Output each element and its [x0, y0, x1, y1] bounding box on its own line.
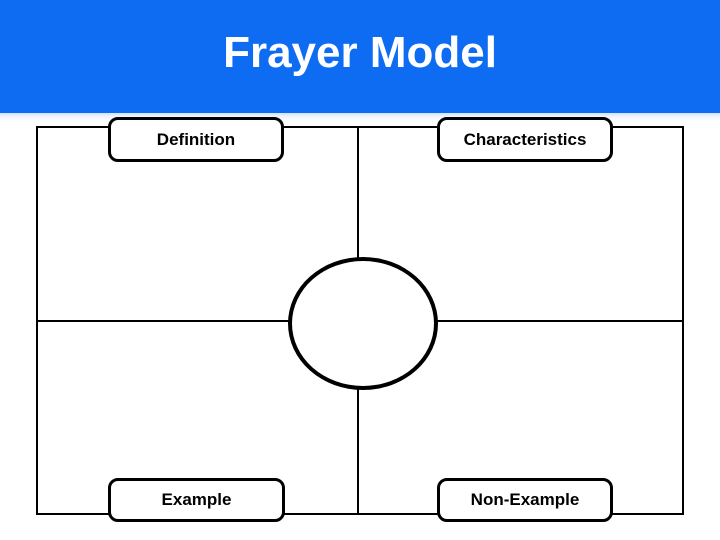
quadrant-label-characteristics: Characteristics — [437, 117, 613, 162]
quadrant-label-definition: Definition — [108, 117, 284, 162]
center-circle — [288, 257, 438, 390]
quadrant-label-non-example: Non-Example — [437, 478, 613, 522]
quadrant-label-example: Example — [108, 478, 285, 522]
slide-title: Frayer Model — [223, 27, 497, 77]
title-bar: Frayer Model — [0, 0, 720, 121]
